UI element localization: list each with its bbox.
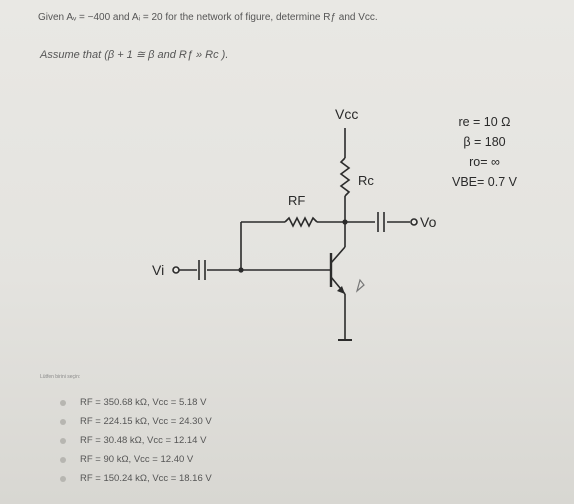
vcc-label: Vcc xyxy=(335,106,359,122)
vi-label: Vi xyxy=(152,262,165,278)
radio-button[interactable] xyxy=(60,456,66,463)
rc-resistor xyxy=(339,157,351,197)
option-e[interactable]: RF = 150.24 kΩ, Vcc = 18.16 V xyxy=(60,469,212,488)
param-ro: ro= ∞ xyxy=(469,155,500,169)
radio-button[interactable] xyxy=(60,475,66,482)
vi-terminal xyxy=(172,266,180,274)
option-text: RF = 224.15 kΩ, Vcc = 24.30 V xyxy=(80,416,212,427)
mouse-cursor-icon xyxy=(355,278,365,293)
option-text: RF = 30.48 kΩ, Vcc = 12.14 V xyxy=(80,435,207,446)
rf-label: RF xyxy=(288,193,306,208)
rf-resistor xyxy=(284,216,318,228)
rc-label: Rc xyxy=(358,173,374,188)
radio-button[interactable] xyxy=(60,437,66,444)
answer-options: RF = 350.68 kΩ, Vcc = 5.18 V RF = 224.15… xyxy=(60,393,212,488)
option-a[interactable]: RF = 350.68 kΩ, Vcc = 5.18 V xyxy=(60,393,212,412)
radio-button[interactable] xyxy=(60,418,66,425)
question-line-2: Assume that (β + 1 ≅ β and Rƒ » Rᴄ ). xyxy=(40,49,229,61)
vo-terminal xyxy=(410,218,418,226)
answer-hint: Lütfen birini seçin: xyxy=(40,374,81,380)
vo-label: Vo xyxy=(420,214,437,230)
option-d[interactable]: RF = 90 kΩ, Vcc = 12.40 V xyxy=(60,450,212,469)
collector-node xyxy=(342,219,348,225)
option-b[interactable]: RF = 224.15 kΩ, Vcc = 24.30 V xyxy=(60,412,212,431)
transistor-parameters: re = 10 Ω β = 180 ro= ∞ VBE= 0.7 V xyxy=(452,112,517,192)
option-text: RF = 350.68 kΩ, Vcc = 5.18 V xyxy=(80,397,207,408)
radio-button[interactable] xyxy=(60,399,66,406)
option-text: RF = 150.24 kΩ, Vcc = 18.16 V xyxy=(80,473,212,484)
option-text: RF = 90 kΩ, Vcc = 12.40 V xyxy=(80,454,194,465)
emitter-arrow xyxy=(337,286,345,294)
question-line-1: Given Aᵥ = −400 and Aᵢ = 20 for the netw… xyxy=(38,12,378,23)
base-node xyxy=(238,267,244,273)
param-re: re = 10 Ω xyxy=(458,115,511,129)
option-c[interactable]: RF = 30.48 kΩ, Vcc = 12.14 V xyxy=(60,431,212,450)
param-vbe: VBE= 0.7 V xyxy=(452,175,517,189)
param-beta: β = 180 xyxy=(463,135,506,149)
